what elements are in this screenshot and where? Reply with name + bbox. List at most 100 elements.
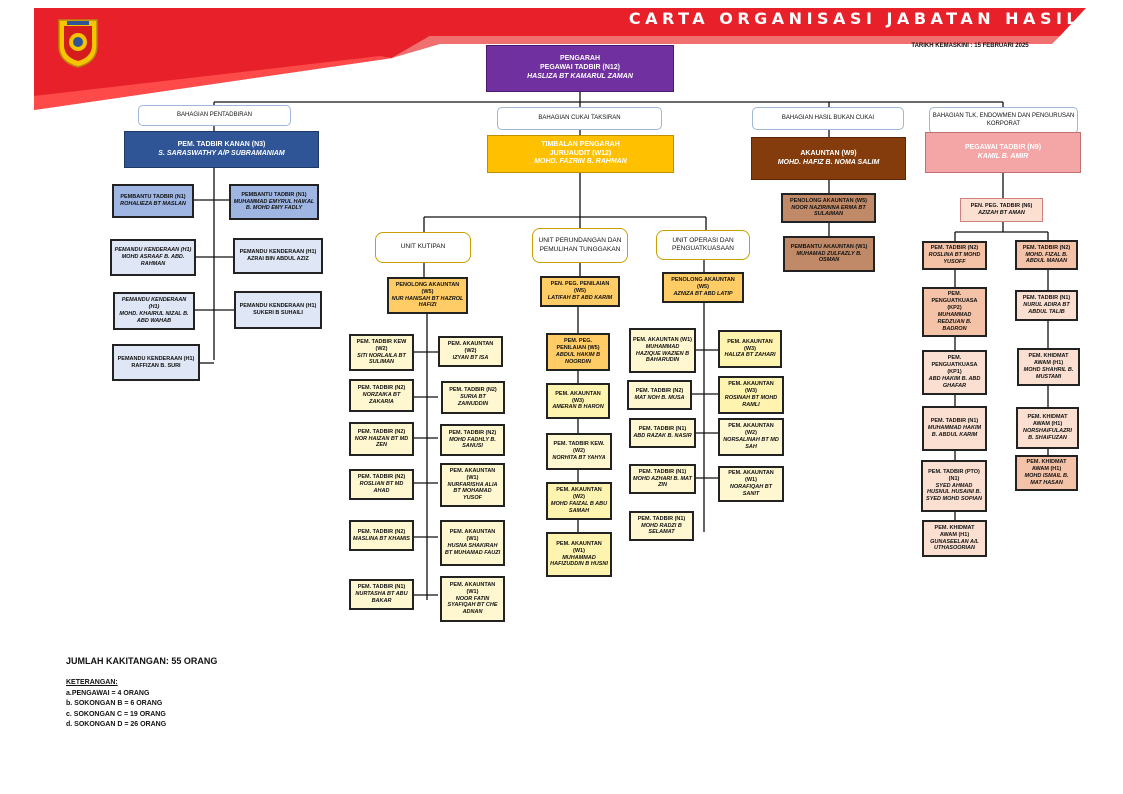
perundangan-staff-card: PEM. AKAUNTAN (W3) AMERAN B HARON (546, 383, 610, 419)
staff-title: PEN. PEG. TADBIR (N6) (970, 203, 1033, 210)
staff-title: PEM. KHIDMAT AWAM (H1) (1028, 353, 1069, 367)
staff-name: ROHALIEZA BT MASLAN (120, 201, 186, 207)
staff-name: MUHAMMAD EMYRUL HAIKAL B. MOHD EMY FADLY (233, 198, 315, 212)
staff-title: PEM. AKAUNTAN (W1) (449, 467, 496, 481)
staff-name: MUHAMMAD HAKIM B. ABDUL KARIM (927, 425, 982, 438)
staff-name: MOHD ASRAAF B. ABD. RAHMAN (121, 254, 185, 267)
admin-staff-card: PEMANDU KENDERAAN (H1) SUKERI B SUHAILI (234, 291, 322, 329)
division-label-tlk: BAHAGIAN TLK, ENDOWMEN DAN PENGURUSAN KO… (929, 107, 1078, 134)
legend-item: b. SOKONGAN B = 6 ORANG (66, 700, 163, 707)
director-title: PENGARAH (559, 55, 601, 63)
kutipan-lead: PENOLONG AKAUNTAN (W5) NUR HANISAH BT HA… (387, 277, 468, 314)
staff-name: LATIFAH BT ABD KARIM (547, 294, 613, 301)
staff-title: PEMBANTU AKAUNTAN (W1) (790, 243, 868, 250)
perundangan-staff-card: PEM. PEG. PENILAIAN (W5) ABDUL HAKIM B N… (546, 333, 610, 371)
staff-title: PEM. TADBIR (N2) (635, 388, 684, 395)
staff-name: MOHD. FIZAL B. ABDUL MANAN (1025, 251, 1068, 265)
staff-title: PEM. TADBIR (N1) (930, 418, 979, 425)
staff-name: ABD HAKIM B. ABD GHAFAR (928, 375, 981, 389)
perundangan-lead: PEN. PEG. PENILAIAN (W5) LATIFAH BT ABD … (540, 276, 620, 307)
kutipan-staff-card: PEM. AKAUNTAN (W1) HUSNA SHAKIRAH BT MUH… (440, 520, 505, 566)
staff-name: ROSLIAN BT MD AHAD (359, 481, 404, 494)
unit-perundangan: UNIT PERUNDANGAN DAN PEMULIHAN TUNGGAKAN (532, 228, 628, 263)
kutipan-staff-card: PEM. TADBIR (N2) NORZAIKA BT ZAKARIA (349, 379, 414, 412)
staff-name: RAFFIZAN B. SURI (131, 362, 181, 369)
staff-title: PEM. KHIDMAT AWAM (H1) (1027, 414, 1068, 428)
tlk-staff-card: PEM. PENGUATKUASA (KP2) MUHAMMAD REDZUAN… (922, 287, 987, 337)
staff-title: PEM. TADBIR (N1) (357, 584, 406, 591)
operasi-staff-card: PEM. AKAUNTAN (W1) NORAFIQAH BT SANIT (718, 466, 784, 502)
head-tlk-name: KAMIL B. AMIR (977, 152, 1029, 160)
staff-title: PEM. AKAUNTAN (W1) (633, 336, 692, 343)
staff-title: PEM. TADBIR (PTO) (N1) (928, 468, 980, 482)
director-box: PENGARAH PEGAWAI TADBIR (N12) HASLIZA BT… (486, 45, 674, 92)
staff-title: PEMBANTU TADBIR (N1) (241, 191, 307, 198)
director-name: HASLIZA BT KAMARUL ZAMAN (527, 72, 633, 80)
staff-name: NOR HAIZAN BT MD ZEN (354, 435, 409, 449)
staff-name: MOHD. KHAIRUL NIZAL B. ABD WAHAB (119, 311, 189, 324)
staff-name: MUHAMMAD HAFIZUDDIN B HUSNI (550, 554, 608, 568)
council-logo (58, 19, 98, 68)
staff-name: NORHITA BT YAHYA (552, 454, 606, 461)
operasi-staff-card: PEM. AKAUNTAN (W3) HALIZA BT ZAHARI (718, 330, 782, 368)
staff-name: MOHD ISMAIL B. MAT HASAN (1024, 473, 1069, 486)
admin-staff-card: PEMBANTU TADBIR (N1) ROHALIEZA BT MASLAN (112, 184, 194, 218)
tlk-staff-card: PEM. TADBIR (N1) MUHAMMAD HAKIM B. ABDUL… (922, 406, 987, 451)
staff-name: AZRAI BIN ABDUL AZIZ (247, 256, 309, 262)
staff-title: PEM. TADBIR KEW. (W2) (553, 441, 605, 455)
kutipan-staff-card: PEM. TADBIR (N2) NOR HAIZAN BT MD ZEN (349, 422, 414, 456)
perundangan-staff-card: PEM. AKAUNTAN (W1) MUHAMMAD HAFIZUDDIN B… (546, 532, 612, 577)
staff-name: NORSALINAH BT MD SAH (723, 437, 779, 450)
head-cukai-name: MOHD. FAZRIN B. RAHMAN (534, 158, 627, 166)
staff-name: NORSHAIFULAZRI B. SHAIFUZAN (1023, 428, 1072, 441)
admin-staff-card: PEMANDU KENDERAAN (H1) MOHD. KHAIRUL NIZ… (113, 292, 195, 330)
tlk-sub-head: PEN. PEG. TADBIR (N6) AZIZAH BT AMAN (960, 198, 1043, 222)
kutipan-staff-card: PEM. AKAUNTAN (W1) NURFARISHA ALIA BT MO… (440, 463, 505, 507)
staff-title: PENOLONG AKAUNTAN (W5) (395, 281, 460, 295)
staff-name: NOOR FATIN SYAFIQAH BT CHE ADNAN (447, 595, 498, 616)
last-updated-date: TARIKH KEMASKINI : 15 FEBRUARI 2025 (911, 43, 1029, 49)
kutipan-staff-card: PEM. TADBIR (N2) MASLINA BT KHAMIS (349, 520, 414, 551)
tlk-staff-card: PEM. TADBIR (N2) MOHD. FIZAL B. ABDUL MA… (1015, 240, 1078, 270)
staff-name: MUHAMMAD REDZUAN B. BADRON (937, 312, 972, 332)
staff-title: PEM. PEG. PENILAIAN (W5) (556, 338, 600, 352)
staff-name: MOHD SHAHRIL B. MUSTAMI (1023, 367, 1074, 380)
staff-name: MOHD FAIZAL B ABU SAMAH (550, 501, 608, 514)
staff-name: NUR HANISAH BT HAZROL HAFIZI (391, 295, 464, 309)
unit-kutipan: UNIT KUTIPAN (375, 232, 471, 263)
nontax-staff-card: PENOLONG AKAUNTAN (W5) NOOR NAZIRINNA ER… (781, 193, 876, 223)
staff-name: IZYAN BT ISA (452, 354, 489, 361)
staff-name: ROSINAH BT MOHD RAMLI (724, 395, 778, 408)
staff-title: PEM. TADBIR (N2) (357, 528, 406, 535)
kutipan-staff-card: PEM. AKAUNTAN (W2) IZYAN BT ISA (438, 336, 503, 367)
tlk-staff-card: PEM. PENGUATKUASA (KP1) ABD HAKIM B. ABD… (922, 350, 987, 395)
staff-name: MOHD FADHLY B. SANUSI (449, 436, 496, 450)
staff-title: PEMBANTU TADBIR (N1) (120, 194, 186, 201)
staff-name: AMERAN B HARON (552, 404, 604, 411)
staff-title: PEM. TADBIR (N2) (357, 385, 406, 392)
operasi-lead: PENOLONG AKAUNTAN (W5) AZNIZA BT ABD LAT… (662, 272, 744, 303)
staff-title: PEMANDU KENDERAAN (H1) (239, 249, 317, 256)
staff-title: PEM. TADBIR (N1) (638, 468, 687, 475)
staff-title: PEM. TADBIR (N2) (448, 429, 497, 436)
staff-title: PEM. TADBIR (N1) (1022, 295, 1071, 302)
admin-staff-card: PEMANDU KENDERAAN (H1) RAFFIZAN B. SURI (112, 344, 200, 381)
operasi-staff-card: PEM. AKAUNTAN (W3) ROSINAH BT MOHD RAMLI (718, 376, 784, 414)
perundangan-staff-card: PEM. TADBIR KEW. (W2) NORHITA BT YAHYA (546, 433, 612, 470)
kutipan-staff-card: PEM. TADBIR (N2) ROSLIAN BT MD AHAD (349, 469, 414, 500)
legend: KETERANGAN: a.PENGAWAI = 4 ORANG b. SOKO… (66, 678, 166, 731)
staff-title: PEM. AKAUNTAN (W3) (728, 381, 774, 395)
staff-title: PEMANDU KENDERAAN (H1) (121, 297, 187, 311)
division-label-hasil-bukan-cukai: BAHAGIAN HASIL BUKAN CUKAI (752, 107, 904, 130)
staff-name: HUSNA SHAKIRAH BT MUHAMAD FAUZI (444, 543, 501, 556)
head-hasil-bukan-cukai: AKAUNTAN (W9) MOHD. HAFIZ B. NOMA SALIM (751, 137, 906, 180)
legend-item: a.PENGAWAI = 4 ORANG (66, 689, 150, 697)
staff-title: PEMANDU KENDERAAN (H1) (117, 355, 195, 362)
staff-name: ABD RAZAK B. NASIR (633, 433, 692, 439)
admin-staff-card: PEMANDU KENDERAAN (H1) MOHD ASRAAF B. AB… (110, 239, 196, 276)
page-title: CARTA ORGANISASI JABATAN HASIL (628, 9, 1082, 28)
head-nontax-title: AKAUNTAN (W9) (800, 149, 857, 157)
staff-name: MOHD AZHARI B. MAT ZIN (633, 475, 692, 489)
staff-total: JUMLAH KAKITANGAN: 55 ORANG (66, 656, 218, 666)
staff-title: PEM. AKAUNTAN (W1) (449, 581, 496, 595)
